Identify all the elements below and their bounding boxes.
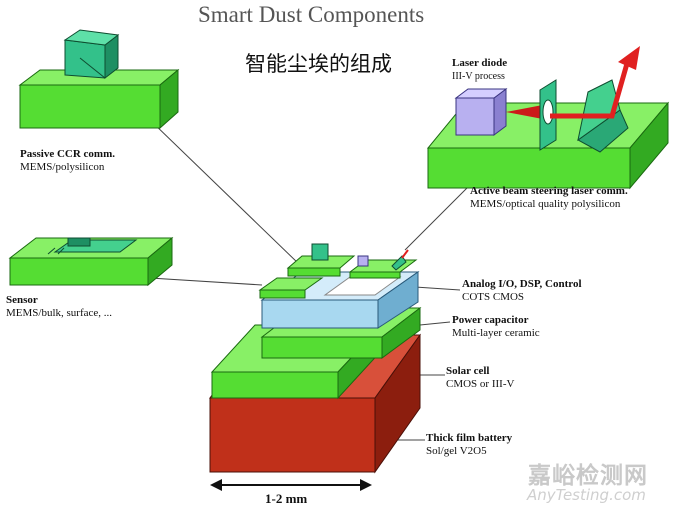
leader-sensor xyxy=(149,277,263,286)
label-ccr-name: Passive CCR comm. xyxy=(20,148,116,160)
laser-diode-cube xyxy=(455,97,495,136)
label-solar-name: Solar cell xyxy=(446,365,490,377)
leader-ccr xyxy=(149,119,301,266)
label-sensor: Sensor MEMS/bulk, surface, ... xyxy=(6,294,112,320)
label-laser-name: Laser diode xyxy=(452,57,508,69)
laser-beam xyxy=(506,104,548,120)
label-battery-name: Thick film battery xyxy=(426,432,513,444)
label-beam-desc: MEMS/optical quality polysilicon xyxy=(470,198,621,210)
label-ccr: Passive CCR comm. MEMS/polysilicon xyxy=(20,148,115,174)
dimension-arrow xyxy=(210,479,372,491)
label-sensor-desc: MEMS/bulk, surface, ... xyxy=(6,307,113,319)
mote-stack xyxy=(209,243,422,474)
label-analog: Analog I/O, DSP, Control COTS CMOS xyxy=(462,278,582,304)
leader-beam xyxy=(404,184,471,251)
label-solar-desc: CMOS or III-V xyxy=(446,378,515,390)
sensor-block xyxy=(8,236,174,287)
label-battery: Thick film battery Sol/gel V2O5 xyxy=(426,432,512,458)
label-battery-desc: Sol/gel V2O5 xyxy=(426,445,487,457)
label-beam-name: Active beam steering laser comm. xyxy=(470,185,628,197)
reflected-beam xyxy=(550,59,631,119)
leader-analog xyxy=(414,286,461,291)
label-laser-desc: III-V process xyxy=(452,71,505,82)
page-subtitle: 智能尘埃的组成 xyxy=(245,52,392,76)
label-solar: Solar cell CMOS or III-V xyxy=(446,365,514,391)
label-sensor-name: Sensor xyxy=(6,294,38,306)
leader-power xyxy=(419,321,451,326)
watermark-en: AnyTesting.com xyxy=(527,486,646,504)
watermark-cn: 嘉峪检测网 xyxy=(528,463,648,489)
label-power-name: Power capacitor xyxy=(452,314,529,326)
label-laser: Laser diode III-V process xyxy=(452,57,507,83)
label-beam: Active beam steering laser comm. MEMS/op… xyxy=(470,185,628,211)
dimension-label: 1-2 mm xyxy=(265,491,308,506)
label-power-desc: Multi-layer ceramic xyxy=(452,327,540,339)
page-title: Smart Dust Components xyxy=(198,2,425,27)
label-analog-desc: COTS CMOS xyxy=(462,291,525,303)
label-analog-name: Analog I/O, DSP, Control xyxy=(462,278,582,290)
beam-steering-block xyxy=(426,46,670,190)
label-power: Power capacitor Multi-layer ceramic xyxy=(452,314,540,340)
ccr-block xyxy=(18,29,180,130)
label-ccr-desc: MEMS/polysilicon xyxy=(20,161,105,173)
